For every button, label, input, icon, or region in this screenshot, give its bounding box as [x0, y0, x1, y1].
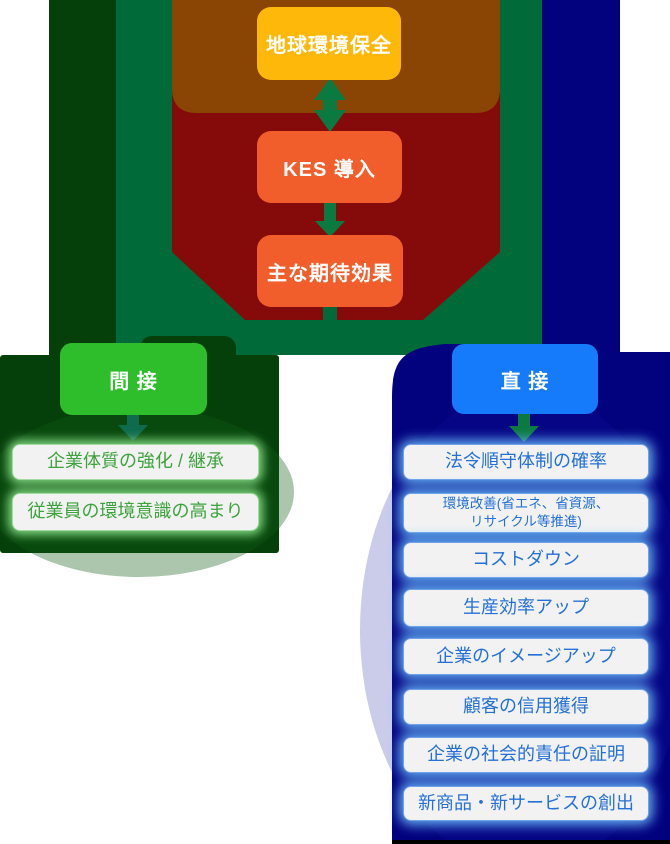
down-arrow-icon-effects — [315, 203, 345, 237]
direct-item-label: 新商品・新サービスの創出 — [418, 792, 634, 813]
indirect-item: 従業員の環境意識の高まり — [12, 493, 259, 531]
direct-item: 企業のイメージアップ — [403, 638, 649, 675]
direct-item: コストダウン — [403, 542, 649, 578]
up-down-arrow-icon — [314, 78, 346, 132]
direct-item: 環境改善(省エネ、省資源、 リサイクル等推進) — [403, 493, 649, 533]
indirect-item-label: 従業員の環境意識の高まり — [27, 501, 244, 522]
flow-trunk — [323, 305, 337, 355]
direct-item-label-line1: 環境改善(省エネ、省資源、 — [442, 496, 610, 512]
down-arrow-icon-indirect — [118, 415, 148, 441]
direct-item-label: 企業の社会的責任の証明 — [427, 744, 625, 765]
direct-panel-column — [542, 0, 620, 354]
node-kes-introduction: KES 導入 — [257, 131, 402, 203]
direct-item: 新商品・新サービスの創出 — [403, 786, 649, 821]
node-main-expected-effects: 主な期待効果 — [257, 235, 403, 307]
node-direct-label: 直 接 — [500, 370, 550, 393]
node-global-environment: 地球環境保全 — [257, 7, 401, 80]
node-global-environment-label: 地球環境保全 — [266, 35, 392, 57]
indirect-panel-column — [49, 0, 116, 358]
direct-item: 企業の社会的責任の証明 — [403, 737, 649, 773]
direct-item-label: 顧客の信用獲得 — [463, 696, 589, 717]
node-indirect: 間 接 — [60, 343, 207, 415]
direct-item-label: 法令順守体制の確率 — [445, 451, 607, 472]
direct-item-label: 生産効率アップ — [463, 597, 589, 618]
node-indirect-label: 間 接 — [109, 370, 158, 393]
indirect-item-label: 企業体質の強化 / 継承 — [46, 451, 224, 472]
direct-item-label: 企業のイメージアップ — [436, 645, 616, 666]
node-direct: 直 接 — [452, 344, 598, 414]
indirect-item: 企業体質の強化 / 継承 — [12, 444, 259, 480]
node-kes-introduction-label: KES 導入 — [283, 158, 376, 181]
direct-item: 生産効率アップ — [403, 589, 649, 627]
flow-stub-direct — [512, 330, 528, 346]
direct-item-label-line2: リサイクル等推進) — [470, 514, 582, 529]
direct-item: 法令順守体制の確率 — [403, 444, 649, 480]
direct-item: 顧客の信用獲得 — [403, 689, 649, 725]
direct-item-label: コストダウン — [472, 549, 580, 570]
down-arrow-icon-direct — [509, 414, 539, 442]
node-main-expected-effects-label: 主な期待効果 — [267, 262, 393, 285]
direct-panel-bottom-edge — [392, 840, 670, 844]
